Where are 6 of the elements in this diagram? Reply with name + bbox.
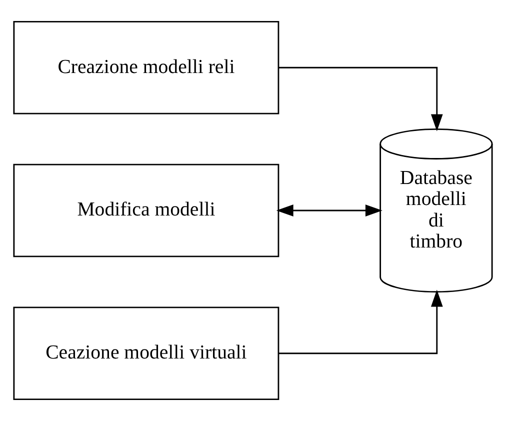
- node-box: Ceazione modelli virtuali: [13, 306, 280, 400]
- arrow: [278, 290, 443, 354]
- node-box: Modifica modelli: [13, 164, 280, 258]
- arrow: [276, 204, 382, 216]
- node-box: Creazione modelli reli: [13, 20, 280, 114]
- arrow: [278, 66, 443, 132]
